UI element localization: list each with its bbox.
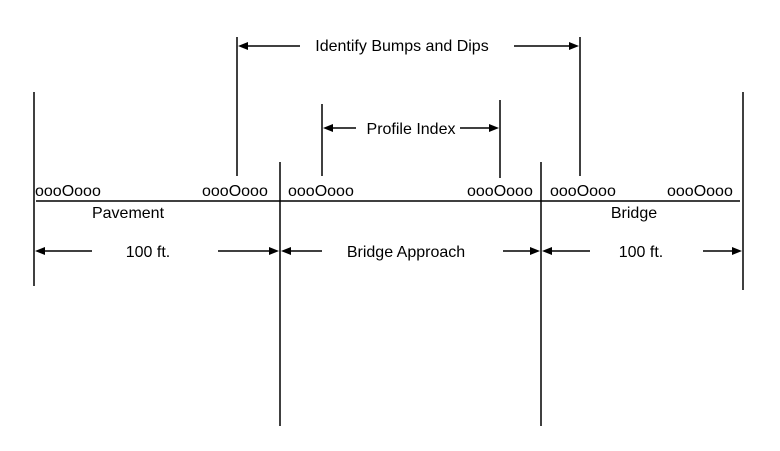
- bridge-label: Bridge: [611, 205, 657, 222]
- approach-left-arrow-right-head: [269, 247, 279, 255]
- identify-bumps-label: Identify Bumps and Dips: [315, 38, 488, 55]
- approach-right-arrow-left-head: [542, 247, 552, 255]
- profile-index-arrow-left-head: [323, 124, 333, 132]
- approach-left-length-label: 100 ft.: [126, 244, 170, 261]
- identify-bumps-arrow-left-head: [238, 42, 248, 50]
- wheel-marker: oooOooo: [667, 183, 733, 200]
- approach-left-arrow-left-head: [35, 247, 45, 255]
- wheel-marker: oooOooo: [550, 183, 616, 200]
- pavement-label: Pavement: [92, 205, 165, 222]
- identify-bumps-arrow-right-head: [569, 42, 579, 50]
- bridge-approach-label: Bridge Approach: [347, 244, 465, 261]
- bridge-approach-arrow-left-head: [281, 247, 291, 255]
- profile-index-arrow-right-head: [489, 124, 499, 132]
- wheel-marker: oooOooo: [288, 183, 354, 200]
- wheel-marker: oooOooo: [467, 183, 533, 200]
- bridge-approach-arrow-right-head: [530, 247, 540, 255]
- profile-index-label: Profile Index: [367, 121, 456, 138]
- approach-right-arrow-right-head: [732, 247, 742, 255]
- wheel-marker: oooOooo: [35, 183, 101, 200]
- approach-right-length-label: 100 ft.: [619, 244, 663, 261]
- wheel-marker: oooOooo: [202, 183, 268, 200]
